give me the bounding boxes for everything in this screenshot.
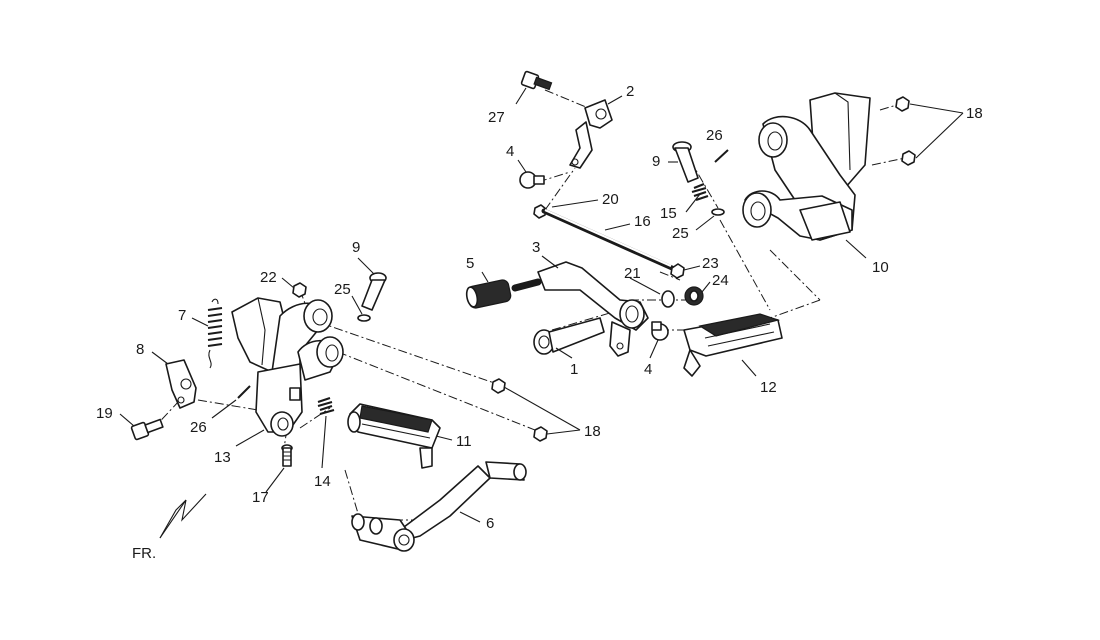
front-direction-arrow-icon	[159, 493, 207, 539]
nut-18-left-top	[491, 378, 506, 394]
clevis-pin-9-right	[672, 141, 699, 183]
bushing-24	[684, 286, 704, 306]
brake-pedal-6	[351, 461, 527, 552]
cotter-pin-26-right	[714, 149, 729, 163]
callout-labels: 27 2 4 20 16 3 5 21 23 24 1 4 12 9 26 15…	[96, 83, 983, 532]
nut-20	[533, 204, 547, 219]
cotter-pin-26-left	[237, 385, 251, 399]
callout-25-right: 25	[672, 225, 689, 242]
callout-14: 14	[314, 473, 331, 490]
callout-22: 22	[260, 269, 277, 286]
callout-13: 13	[214, 449, 231, 466]
callout-7: 7	[178, 307, 186, 324]
footrest-bracket-13	[231, 297, 344, 437]
callout-5: 5	[466, 255, 474, 272]
bolt-27	[520, 70, 553, 91]
spring-14-left	[317, 396, 335, 416]
washer-21	[661, 290, 675, 308]
nut-18-left-lower	[533, 426, 548, 442]
callout-12: 12	[760, 379, 777, 396]
callout-2: 2	[626, 83, 634, 100]
ball-joint-4-lower	[651, 321, 669, 341]
shift-peg-rubber-5	[465, 279, 512, 309]
callout-1: 1	[570, 361, 578, 378]
bolt-17	[281, 444, 293, 467]
pivot-bolt-1	[533, 317, 605, 355]
nut-18-right-lower	[901, 150, 916, 166]
callout-25-left: 25	[334, 281, 351, 298]
nut-23	[670, 263, 685, 279]
spring-15-right	[691, 182, 709, 202]
washer-25-right	[711, 208, 725, 216]
callout-4-lower: 4	[644, 361, 652, 378]
mount-plate-8	[165, 359, 197, 409]
callout-9-right: 9	[652, 153, 660, 170]
callout-26-right: 26	[706, 127, 723, 144]
callout-24: 24	[712, 272, 729, 289]
washer-25-left	[357, 314, 371, 322]
footrest-bracket-10	[742, 92, 871, 241]
ball-joint-4-top	[519, 171, 545, 189]
callout-18-right: 18	[966, 105, 983, 122]
shift-lever-3	[511, 261, 649, 357]
callout-8: 8	[136, 341, 144, 358]
callout-21: 21	[624, 265, 641, 282]
callout-16: 16	[634, 213, 651, 230]
return-spring-7	[207, 298, 223, 369]
front-marker-label: FR.	[132, 545, 156, 562]
callout-10: 10	[872, 259, 889, 276]
callout-4-top: 4	[506, 143, 514, 160]
rod-16	[541, 208, 675, 271]
callout-15: 15	[660, 205, 677, 222]
nut-18-right-top	[895, 96, 910, 112]
bracket-2	[569, 99, 613, 169]
callout-26-left: 26	[190, 419, 207, 436]
callout-18-left: 18	[584, 423, 601, 440]
callout-3: 3	[532, 239, 540, 256]
nut-22	[292, 282, 307, 298]
callout-20: 20	[602, 191, 619, 208]
callout-19: 19	[96, 405, 113, 422]
footpeg-11	[347, 403, 441, 469]
callout-17: 17	[252, 489, 269, 506]
callout-11: 11	[456, 433, 472, 450]
clevis-pin-9-left	[361, 272, 387, 311]
footpeg-12	[683, 313, 783, 377]
callout-9-left: 9	[352, 239, 360, 256]
callout-27: 27	[488, 109, 505, 126]
callout-leaders	[119, 87, 964, 523]
callout-23: 23	[702, 255, 719, 272]
bolt-19	[130, 418, 164, 441]
callout-6: 6	[486, 515, 494, 532]
